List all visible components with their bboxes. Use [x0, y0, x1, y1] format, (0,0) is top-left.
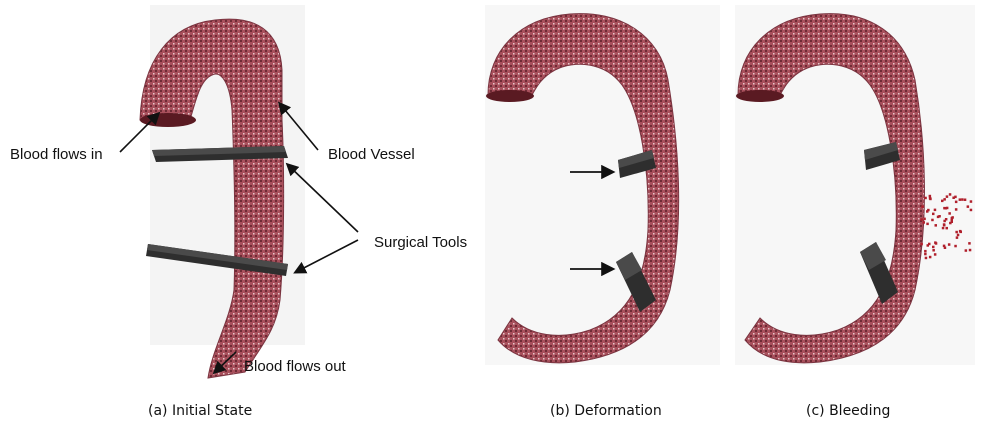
- vessel-inlet-opening-b: [486, 90, 534, 102]
- caption-initial-state: (a) Initial State: [148, 403, 252, 419]
- panel-bleeding: [735, 5, 975, 365]
- blood-particle: [945, 218, 948, 221]
- blood-vessel-label: Blood Vessel: [328, 146, 415, 163]
- surgical-tools-arrow-lower: [296, 240, 358, 272]
- vessel-inlet-opening-c: [736, 90, 784, 102]
- blood-particle: [956, 236, 959, 239]
- blood-particle: [927, 244, 930, 247]
- blood-particle: [921, 205, 924, 208]
- caption-bleeding: (c) Bleeding: [806, 403, 890, 419]
- blood-particle: [932, 213, 935, 216]
- blood-particle: [949, 193, 952, 196]
- blood-particle: [927, 209, 930, 212]
- blood-particle: [932, 249, 935, 252]
- blood-particle: [951, 216, 954, 219]
- blood-particle: [964, 199, 967, 202]
- blood-particle: [967, 205, 970, 208]
- blood-particle: [970, 200, 973, 203]
- blood-particle: [965, 249, 968, 252]
- blood-particle: [926, 223, 929, 226]
- blood-particle: [929, 195, 932, 198]
- blood-particle: [968, 242, 971, 245]
- blood-particle: [924, 197, 927, 200]
- blood-particle: [925, 257, 928, 260]
- blood-particle: [944, 247, 947, 250]
- panel-deformation: [485, 5, 720, 365]
- blood-particle: [955, 231, 958, 234]
- blood-particle: [934, 253, 937, 256]
- blood-flows-in-label: Blood flows in: [10, 146, 103, 163]
- blood-particle: [941, 200, 944, 203]
- blood-particle: [943, 198, 946, 201]
- blood-particle: [923, 218, 926, 221]
- blood-particle: [961, 198, 964, 201]
- blood-flows-out-label: Blood flows out: [244, 358, 346, 375]
- blood-particle: [934, 209, 937, 212]
- blood-particle: [943, 223, 946, 226]
- blood-particle: [946, 195, 949, 198]
- blood-particle: [920, 218, 923, 221]
- blood-particle: [942, 227, 945, 230]
- surgical-tools-label: Surgical Tools: [374, 234, 467, 251]
- blood-particle: [948, 212, 951, 215]
- blood-particle: [951, 221, 954, 224]
- blood-particle: [934, 241, 937, 244]
- blood-particle: [952, 197, 955, 200]
- blood-particle: [946, 227, 949, 230]
- blood-particle: [923, 221, 926, 224]
- blood-particle: [937, 216, 940, 219]
- blood-particle: [957, 234, 960, 237]
- blood-particle: [929, 256, 932, 258]
- blood-particle: [929, 197, 932, 200]
- vessel-inlet-opening: [140, 113, 196, 127]
- blood-particle: [931, 219, 934, 222]
- blood-particle: [920, 243, 923, 246]
- blood-particle: [935, 224, 938, 227]
- blood-particle: [924, 253, 927, 256]
- blood-particle: [945, 207, 948, 210]
- blood-particle: [970, 209, 973, 212]
- blood-particle: [959, 198, 962, 201]
- blood-particle: [932, 246, 935, 249]
- caption-deformation: (b) Deformation: [550, 403, 662, 419]
- blood-particle: [924, 250, 927, 253]
- blood-particle: [954, 245, 957, 248]
- blood-particle: [955, 208, 958, 211]
- panel-initial-state: [120, 5, 358, 378]
- blood-particle: [948, 243, 951, 246]
- blood-particle: [955, 201, 958, 204]
- blood-particle: [969, 249, 972, 252]
- blood-particle: [959, 230, 962, 233]
